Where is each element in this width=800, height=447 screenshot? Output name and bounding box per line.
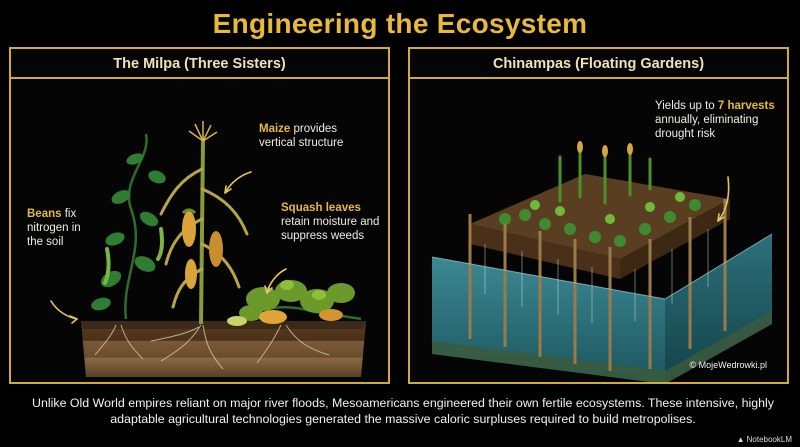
maize-note: Maize provides vertical structure: [259, 123, 344, 149]
beans-note: Beans fix nitrogen in the soil: [27, 208, 81, 248]
squash-note: Squash leaves retain moisture and suppre…: [281, 202, 380, 242]
caption: Unlike Old World empires reliant on majo…: [32, 396, 774, 426]
milpa-panel: The Milpa (Three Sisters): [9, 47, 390, 384]
image-credit: © MojeWedrowki.pl: [689, 360, 768, 370]
notebooklm-icon: ▲: [736, 435, 745, 444]
milpa-title: The Milpa (Three Sisters): [11, 49, 388, 79]
page-title: Engineering the Ecosystem: [212, 8, 588, 39]
chinampas-panel: Chinampas (Floating Gardens): [408, 47, 789, 384]
yield-note: Yields up to 7 harvests annually, elimin…: [655, 100, 775, 140]
notebooklm-badge: ▲NotebookLM: [736, 435, 792, 444]
chinampas-illustration: [431, 141, 773, 382]
chinampas-title: Chinampas (Floating Gardens): [410, 49, 787, 79]
milpa-illustration: [50, 121, 366, 377]
